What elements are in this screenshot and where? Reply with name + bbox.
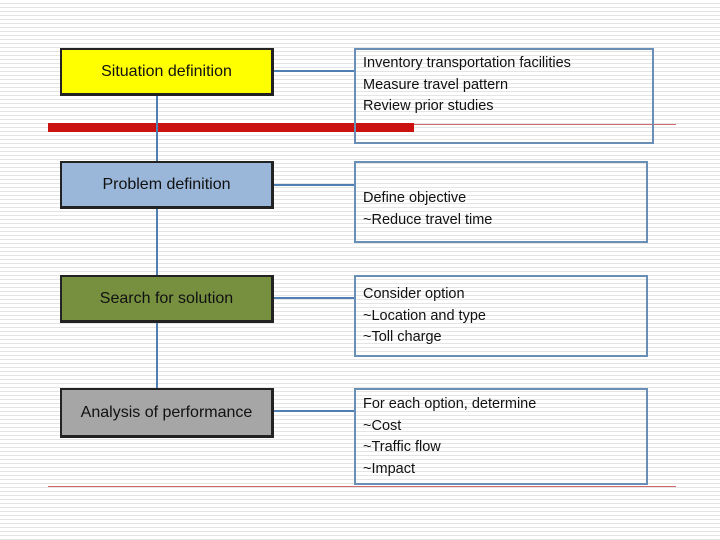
- detail-line: ~Traffic flow: [363, 439, 441, 455]
- detail-line: ~Impact: [363, 460, 415, 477]
- detail-line: Measure travel pattern: [363, 76, 509, 93]
- stage-label: Search for solution: [99, 289, 234, 307]
- flow-connector-vertical: [156, 95, 158, 388]
- detail-situation: Inventory transportation facilities Meas…: [354, 48, 654, 144]
- detail-line: Define objective: [363, 190, 467, 206]
- stage-label: Situation definition: [101, 62, 232, 80]
- connector-search: [274, 297, 354, 299]
- stage-analysis-of-performance: Analysis of performance: [60, 388, 274, 438]
- bottom-divider-line: [48, 486, 676, 487]
- detail-line: Review prior studies: [363, 98, 494, 114]
- red-accent-bar: [48, 123, 414, 132]
- stage-situation-definition: Situation definition: [60, 48, 274, 96]
- connector-situation: [274, 70, 354, 72]
- detail-problem: Define objective ~Reduce travel time: [354, 161, 648, 243]
- connector-analysis: [274, 410, 354, 412]
- detail-line: ~Cost: [363, 417, 402, 434]
- stage-label: Analysis of performance: [80, 403, 253, 421]
- stage-problem-definition: Problem definition: [60, 161, 274, 209]
- detail-line: ~Toll charge: [363, 329, 442, 345]
- detail-line: Inventory transportation facilities: [363, 55, 571, 71]
- stage-search-for-solution: Search for solution: [60, 275, 274, 323]
- connector-problem: [274, 184, 354, 186]
- detail-search: Consider option ~Location and type ~Toll…: [354, 275, 648, 357]
- detail-analysis: For each option, determine ~Cost ~Traffi…: [354, 388, 648, 485]
- detail-line: Consider option: [363, 286, 465, 302]
- stage-label: Problem definition: [102, 175, 231, 193]
- detail-line: For each option, determine: [363, 396, 537, 412]
- detail-line: ~Reduce travel time: [363, 211, 493, 228]
- detail-line: ~Location and type: [363, 307, 486, 324]
